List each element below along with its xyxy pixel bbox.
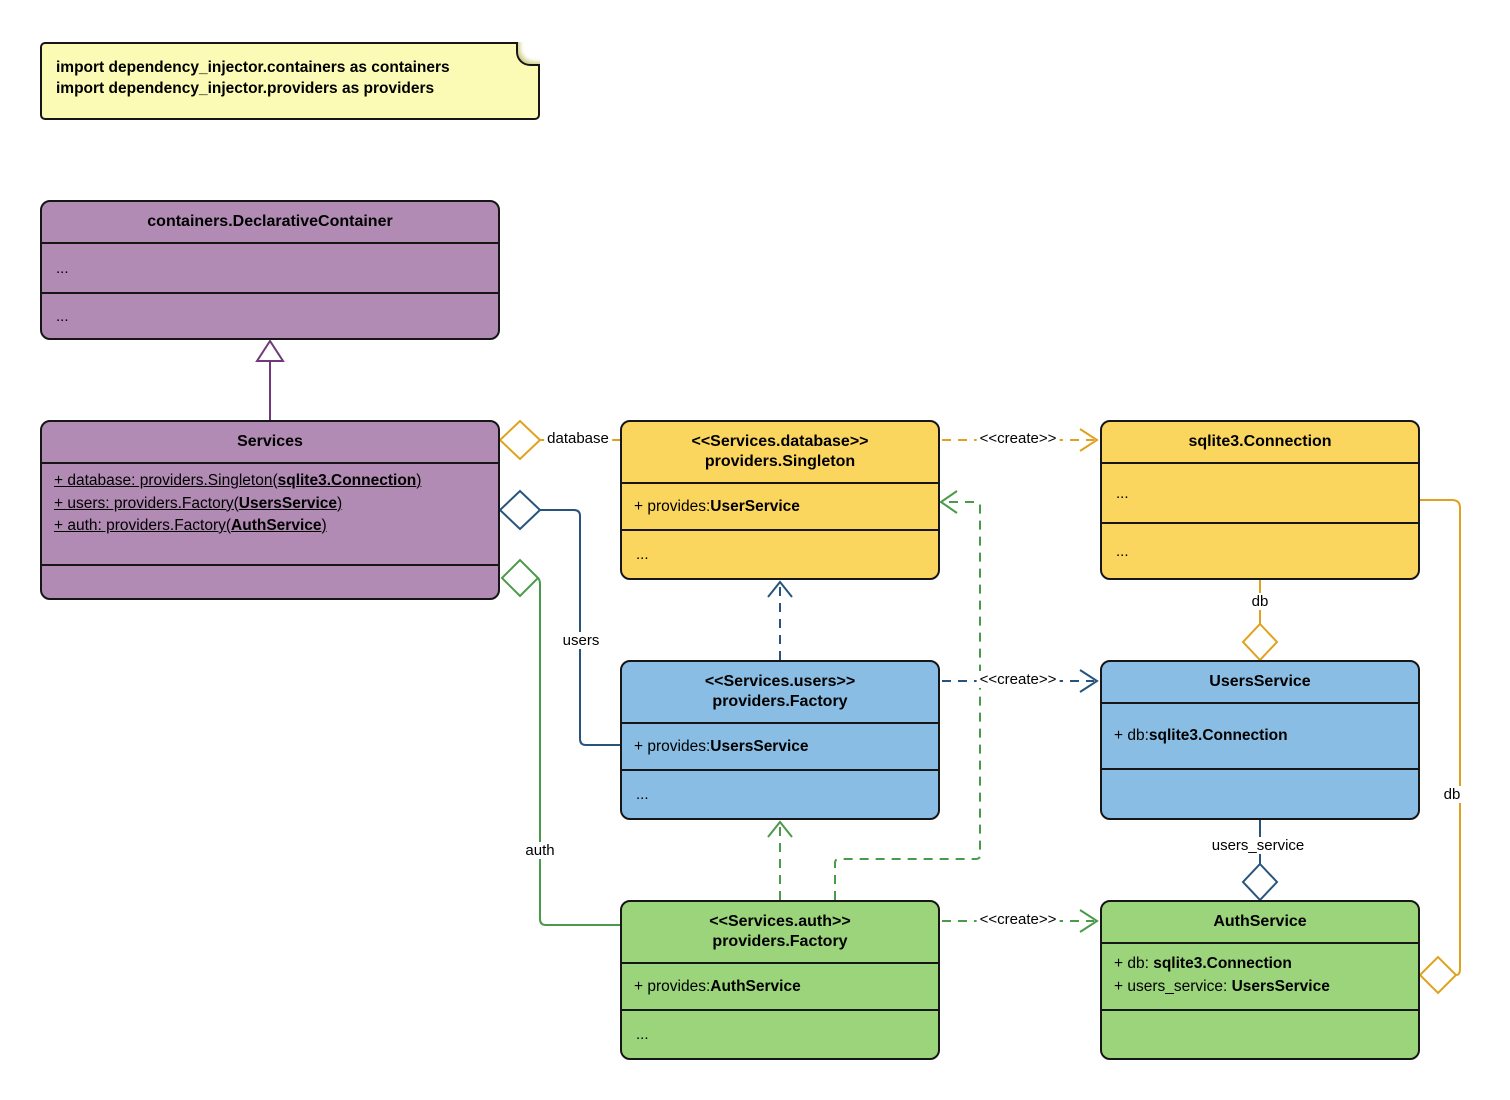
note-line: import dependency_injector.providers as … (56, 80, 435, 97)
class-database-provider: <<Services.database>> providers.Singleto… (620, 420, 940, 580)
class-section-empty (1102, 768, 1418, 818)
class-attributes: + db: sqlite3.Connection + users_service… (1102, 942, 1418, 1009)
edge-create-users (942, 669, 1099, 693)
provider-type: providers.Factory (712, 933, 848, 950)
class-section: ... (42, 242, 498, 292)
attribute-provides: + provides: UsersService (622, 722, 938, 769)
edge-users-factory-to-singleton (767, 580, 793, 660)
edge-auth-factory-to-users-factory (767, 820, 793, 900)
attribute-users-service: + users_service: UsersService (1114, 977, 1330, 995)
class-title: <<Services.database>> providers.Singleto… (622, 422, 938, 482)
class-title: <<Services.users>> providers.Factory (622, 662, 938, 722)
attribute-provides: + provides: UserService (622, 482, 938, 529)
edge-db-users-service (1241, 580, 1279, 662)
class-attributes: + database: providers.Singleton(sqlite3.… (42, 462, 498, 564)
attribute-db: + db: sqlite3.Connection (1102, 702, 1418, 768)
class-declarative-container: containers.DeclarativeContainer ... ... (40, 200, 500, 340)
edge-label-users: users (559, 632, 603, 649)
class-title: Services (237, 432, 303, 450)
edge-label-auth: auth (522, 842, 558, 859)
attribute-db: + db: sqlite3.Connection (1114, 955, 1292, 972)
class-auth-provider: <<Services.auth>> providers.Factory + pr… (620, 900, 940, 1060)
class-users-provider: <<Services.users>> providers.Factory + p… (620, 660, 940, 820)
edge-users-service-aggregation (1241, 820, 1279, 902)
edge-label-db-right: db (1440, 786, 1464, 803)
class-section: ... (622, 529, 938, 578)
class-title: <<Services.auth>> providers.Factory (622, 902, 938, 962)
stereotype: <<Services.auth>> (709, 912, 851, 930)
create-label-database: <<create>> (976, 430, 1060, 447)
class-section-empty (1102, 1009, 1418, 1058)
class-title: AuthService (1213, 912, 1307, 930)
edge-label-database: database (544, 430, 612, 447)
stereotype: <<Services.database>> (691, 432, 869, 450)
class-title: sqlite3.Connection (1188, 432, 1332, 450)
class-section: ... (622, 769, 938, 818)
class-section: ... (1102, 462, 1418, 522)
class-title: UsersService (1209, 672, 1311, 690)
create-label-users: <<create>> (976, 671, 1060, 688)
class-section: ... (622, 1009, 938, 1058)
stereotype: <<Services.users>> (704, 672, 856, 690)
edge-generalization-services (255, 339, 285, 420)
class-users-service: UsersService + db: sqlite3.Connection (1100, 660, 1420, 820)
edge-auth-factory-to-singleton (834, 490, 981, 900)
provider-type: providers.Factory (712, 693, 848, 710)
class-sqlite-connection: sqlite3.Connection ... ... (1100, 420, 1420, 580)
class-auth-service: AuthService + db: sqlite3.Connection + u… (1100, 900, 1420, 1060)
create-label-auth: <<create>> (976, 911, 1060, 928)
class-section: ... (42, 292, 498, 338)
attribute-users: + users: providers.Factory(UsersService) (54, 494, 343, 512)
edge-label-db-top: db (1248, 593, 1272, 610)
attribute-auth: + auth: providers.Factory(AuthService) (54, 517, 327, 534)
imports-note: import dependency_injector.containers as… (40, 42, 540, 120)
class-services: Services + database: providers.Singleton… (40, 420, 500, 600)
attribute-database: + database: providers.Singleton(sqlite3.… (54, 472, 422, 489)
attribute-provides: + provides: AuthService (622, 962, 938, 1009)
note-line: import dependency_injector.containers as… (56, 59, 450, 76)
provider-type: providers.Singleton (704, 453, 856, 470)
edge-create-auth (942, 909, 1099, 933)
edge-db-auth-service (1418, 499, 1461, 995)
edge-users-aggregation (498, 489, 620, 746)
class-section: ... (1102, 522, 1418, 578)
class-section-empty (42, 564, 498, 598)
edge-create-database (942, 428, 1099, 452)
edge-label-users-service: users_service (1208, 837, 1308, 854)
edge-auth-aggregation (500, 558, 620, 926)
class-title: containers.DeclarativeContainer (147, 212, 393, 230)
